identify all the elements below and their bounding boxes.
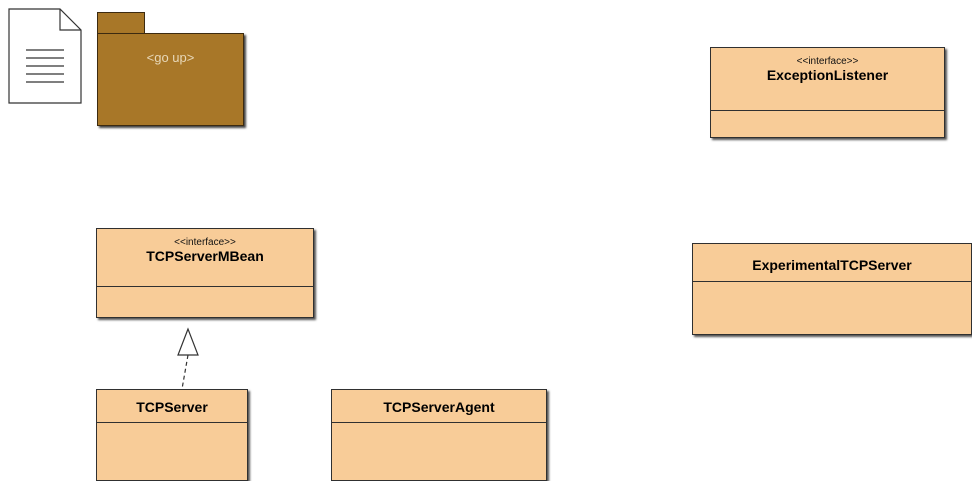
document-icon[interactable] [8,8,82,104]
go-up-package[interactable]: <go up> [97,12,244,126]
attribute-separator [97,422,247,423]
class-tcp-server-agent[interactable]: TCPServerAgent [331,389,547,481]
class-exception-listener[interactable]: <<interface>> ExceptionListener [710,47,945,138]
class-name: TCPServer [136,399,208,415]
class-experimental-tcp-server[interactable]: ExperimentalTCPServer [692,243,972,335]
class-name: TCPServerMBean [146,248,264,264]
stereotype-label: <<interface>> [174,237,236,248]
stereotype-label: <<interface>> [796,56,859,67]
package-label: <go up> [146,50,195,65]
class-name: ExceptionListener [766,67,889,83]
realization-arrow [177,327,199,390]
class-name: TCPServerAgent [383,399,495,415]
class-name: ExperimentalTCPServer [752,257,912,273]
attribute-separator [97,286,313,287]
class-tcp-server[interactable]: TCPServer [96,389,248,481]
attribute-separator [711,110,944,111]
package-body: <go up> [97,33,244,126]
class-tcp-server-mbean[interactable]: <<interface>> TCPServerMBean [96,228,314,318]
attribute-separator [693,281,971,282]
attribute-separator [332,422,546,423]
package-tab [97,12,145,34]
